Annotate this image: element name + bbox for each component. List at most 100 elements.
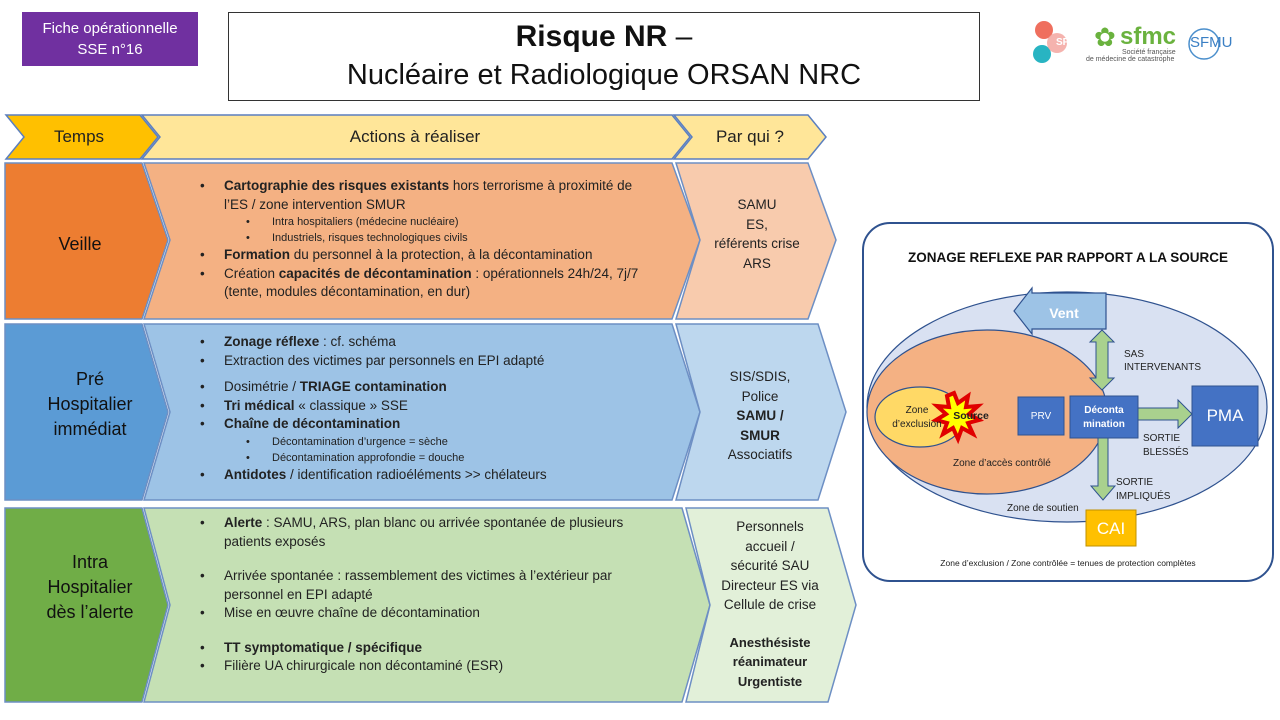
who-prehosp: SIS/SDIS, Police SAMU / SMUR Associatifs <box>700 367 820 465</box>
who-prehosp-2: Police <box>741 388 779 404</box>
sortie-impliques-label: SORTIE IMPLIQUÉS <box>1116 477 1171 502</box>
prehosp-item-3-bold: TRIAGE contamination <box>299 379 447 394</box>
veille-sub-2: Industriels, risques technologiques civi… <box>224 230 658 246</box>
who-intra-8: Urgentiste <box>737 673 803 689</box>
veille-sub-1: Intra hospitaliers (médecine nucléaire) <box>224 214 658 230</box>
who-intra-2: accueil / <box>745 538 795 554</box>
who-prehosp-1: SIS/SDIS, <box>729 369 791 384</box>
sortie-blesses-label: SORTIE BLESSÉS <box>1143 433 1189 458</box>
intra-item-5: Filière UA chirurgicale non décontaminé … <box>200 657 666 676</box>
sfmc-logo-sub2: de médecine de catastrophe <box>1086 56 1175 63</box>
source-label: Source <box>953 410 989 422</box>
actions-intra-text: Alerte : SAMU, ARS, plan blanc ou arrivé… <box>196 514 666 676</box>
who-intra-3: sécurité SAU <box>730 558 810 573</box>
prehosp-item-4: Tri médical « classique » SSE <box>200 397 676 416</box>
vent-label: Vent <box>1049 305 1079 321</box>
header-actions-shape <box>140 114 691 160</box>
zone-exclusion-label: Zone d’exclusion <box>892 405 942 430</box>
prehosp-item-4-rest: « classique » SSE <box>294 397 408 413</box>
who-veille: SAMU ES, référents crise ARS <box>700 195 814 273</box>
prehosp-item-3: Dosimétrie / TRIAGE contamination <box>200 378 676 397</box>
sfar-logo-icon <box>1033 21 1067 63</box>
veille-item-2: Formation du personnel à la protection, … <box>200 246 658 265</box>
prehosp-item-4-bold: Tri médical <box>224 397 295 413</box>
zonage-title: ZONAGE REFLEXE PAR RAPPORT A LA SOURCE <box>907 250 1229 265</box>
veille-item-3: Création capacités de décontamination : … <box>200 265 658 302</box>
phase-intra-label: Intra Hospitalier dès l’alerte <box>10 550 170 625</box>
sfmc-flower-icon: ✿ <box>1094 22 1116 52</box>
title-bold: Risque NR <box>515 20 668 53</box>
actions-prehosp-text: Zonage réflexe : cf. schéma Extraction d… <box>196 333 676 484</box>
who-intra: Personnels accueil / sécurité SAU Direct… <box>708 517 832 691</box>
veille-item-3-pre: Création <box>224 265 279 281</box>
cai-box <box>1085 509 1137 547</box>
zonage-diagram <box>866 286 1268 547</box>
decon-label: Déconta mination <box>1083 405 1125 430</box>
fiche-badge-line2: SSE n°16 <box>77 41 143 58</box>
intra-item-1-rest: : SAMU, ARS, plan blanc ou arrivée spont… <box>224 515 624 549</box>
veille-item-1-bold: Cartographie des risques existants <box>224 178 450 193</box>
fiche-badge-line1: Fiche opérationnelle <box>42 20 178 37</box>
title-dash: – <box>667 20 693 53</box>
sfar-logo: SFAR <box>1030 18 1083 68</box>
header-temps-shape <box>4 114 159 160</box>
who-veille-2: ES, <box>746 216 768 232</box>
who-veille-1: SAMU <box>737 197 777 212</box>
actions-veille-text: Cartographie des risques existants hors … <box>196 177 658 302</box>
intra-item-1-bold: Alerte <box>224 515 263 530</box>
zone-acces-label: Zone d’accès contrôlé <box>953 458 1051 469</box>
sas-label: SAS INTERVENANTS <box>1124 349 1202 373</box>
who-prehosp-4: SMUR <box>740 427 780 443</box>
prehosp-item-2: Extraction des victimes par personnels e… <box>200 352 676 371</box>
who-intra-shape <box>685 507 857 703</box>
title-box: Risque NR – Nucléaire et Radiologique OR… <box>228 12 980 101</box>
prehosp-item-5: Chaîne de décontamination <box>200 415 676 434</box>
sfmc-logo-sub1: Société française <box>1122 49 1176 56</box>
pma-arrow-icon <box>1137 398 1193 430</box>
intra-item-1: Alerte : SAMU, ARS, plan blanc ou arrivé… <box>200 514 666 551</box>
phase-intra-line2: Hospitalier <box>47 577 133 597</box>
sas-arrow-icon <box>1088 329 1116 391</box>
intra-item-4: TT symptomatique / spécifique <box>200 639 666 658</box>
intra-item-4-bold: TT symptomatique / spécifique <box>224 639 423 655</box>
zone-soutien-label: Zone de soutien <box>1007 503 1079 514</box>
veille-item-3-rest: : opérationnels 24h/24, 7j/7 (tente, mod… <box>224 265 639 300</box>
phase-veille-label: Veille <box>10 232 150 257</box>
veille-item-2-bold: Formation <box>224 247 290 262</box>
phase-prehosp-line2: Hospitalier <box>47 394 133 414</box>
who-prehosp-3: SAMU / <box>736 408 784 423</box>
prehosp-item-6: Antidotes / identification radioéléments… <box>200 466 676 485</box>
header-temps: Temps <box>53 127 105 146</box>
header-parqui: Par qui ? <box>715 127 785 146</box>
prv-box <box>1017 396 1065 436</box>
prehosp-item-6-bold: Antidotes <box>224 466 287 482</box>
who-intra-6: Anesthésiste <box>729 634 811 650</box>
sfar-logo-text: SFAR <box>1056 37 1083 48</box>
who-intra-1: Personnels <box>736 519 804 534</box>
phase-intra-line3: dès l’alerte <box>46 602 134 622</box>
sfmc-logo: ✿ sfmc Société française de médecine de … <box>1086 22 1182 63</box>
veille-item-3-bold: capacités de décontamination <box>278 265 472 281</box>
prehosp-item-1-bold: Zonage réflexe <box>224 334 320 349</box>
sfmc-logo-text: sfmc <box>1120 23 1177 50</box>
decon-box <box>1069 395 1139 439</box>
sfmu-logo-icon <box>1188 28 1220 60</box>
phase-intra-shape <box>4 507 169 703</box>
veille-item-1: Cartographie des risques existants hors … <box>200 177 658 214</box>
prehosp-item-6-rest: / identification radioéléments >> chélat… <box>286 466 547 482</box>
veille-item-2-rest: du personnel à la protection, à la décon… <box>290 247 593 262</box>
cai-arrow-icon <box>1089 437 1117 501</box>
prv-label: PRV <box>1030 411 1052 422</box>
prehosp-item-1-rest: : cf. schéma <box>319 334 396 349</box>
phase-prehosp-label: Pré Hospitalier immédiat <box>10 367 170 442</box>
fiche-badge: Fiche opérationnelle SSE n°16 <box>22 12 198 66</box>
phase-prehosp-shape <box>4 323 169 501</box>
zonage-footnote: Zone d’exclusion / Zone contrôlée = tenu… <box>940 558 1196 568</box>
intra-item-3: Mise en œuvre chaîne de décontamination <box>200 604 666 623</box>
prehosp-item-5-bold: Chaîne de décontamination <box>224 416 401 431</box>
who-veille-3: référents crise <box>714 236 800 251</box>
pma-box <box>1191 385 1259 447</box>
vent-arrow-shape <box>1013 286 1107 336</box>
sfmu-logo-text: SFMU <box>1190 34 1233 51</box>
who-intra-7: réanimateur <box>732 654 808 669</box>
